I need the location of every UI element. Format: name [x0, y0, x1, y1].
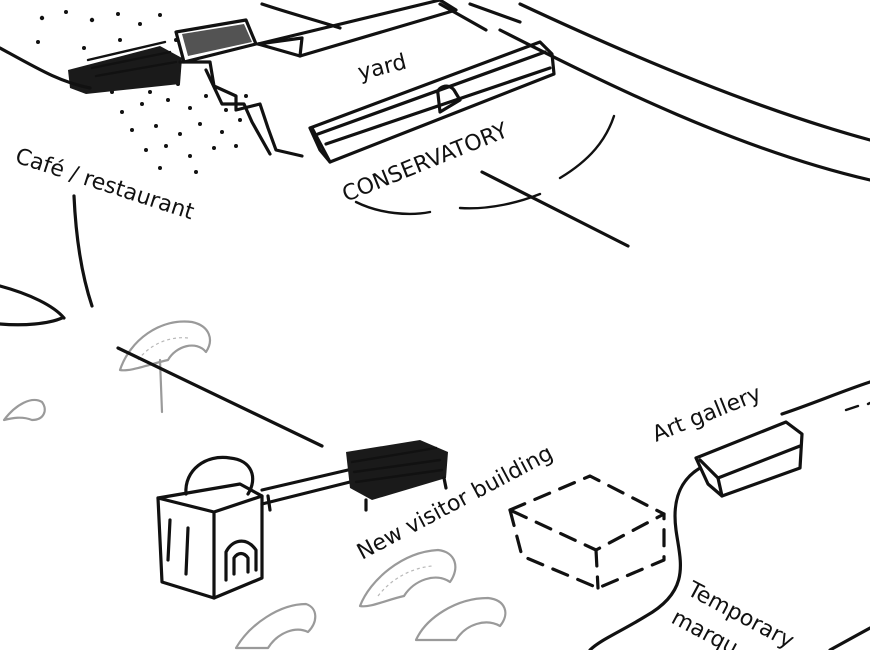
- left-path-lower: [0, 318, 62, 325]
- proposed-block-dashed: [510, 476, 664, 588]
- tree-4: [416, 598, 505, 640]
- marquee-edge: [830, 628, 870, 650]
- yard-building: [258, 0, 456, 56]
- tree-1: [120, 322, 210, 412]
- top-road-right-2: [500, 30, 870, 180]
- top-road-upper: [262, 4, 340, 28]
- gallery-path-right: [782, 382, 870, 414]
- cafe-pointer: [74, 196, 92, 306]
- art-gallery-building: [696, 422, 802, 496]
- connector-walkway: [262, 470, 350, 510]
- conservatory-pointer: [482, 172, 628, 246]
- path-to-yard-2: [206, 70, 270, 154]
- tree-2: [4, 400, 45, 420]
- cafe-connector: [118, 348, 322, 446]
- conservatory-building: [310, 42, 554, 162]
- label-cafe-restaurant: Café / restaurant: [12, 144, 197, 225]
- path-to-yard: [180, 62, 302, 156]
- top-road-right-1: [520, 4, 870, 140]
- left-path-upper: [0, 286, 64, 318]
- conservatory-curve-a: [356, 202, 430, 214]
- new-visitor-building: [346, 440, 448, 510]
- gallery-path-dashes: [846, 403, 870, 410]
- conservatory-curve-c: [560, 116, 614, 178]
- pavilion-cube: [158, 457, 262, 598]
- tree-5: [236, 604, 315, 648]
- label-yard: yard: [355, 50, 409, 86]
- existing-dark-building: [68, 20, 256, 94]
